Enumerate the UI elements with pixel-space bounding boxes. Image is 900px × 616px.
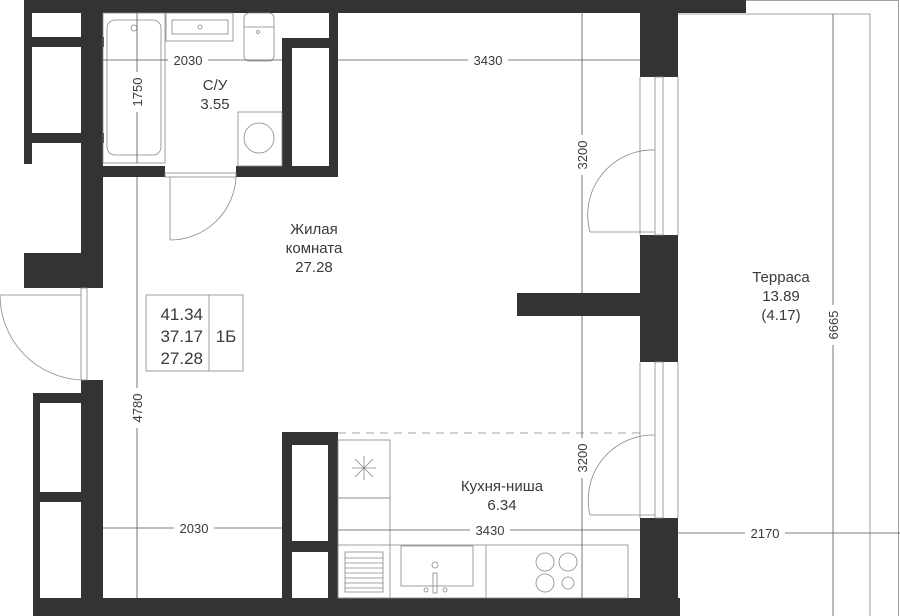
doors xyxy=(0,149,656,516)
dim-terrace-width: 2170 xyxy=(751,526,780,541)
living-name-1: Жилая xyxy=(290,221,337,238)
dim-left-height: 4780 xyxy=(130,394,145,423)
dim-room-top-width: 3430 xyxy=(474,53,503,68)
bathtub xyxy=(102,12,166,164)
apartment-type: 1Б xyxy=(216,327,237,346)
room-label-living: Жилая комната 27.28 xyxy=(286,221,343,276)
kitchen-area: 6.34 xyxy=(487,497,516,514)
dim-upper-window-height: 3200 xyxy=(575,141,590,170)
terrace-area-reduced: (4.17) xyxy=(761,307,800,324)
dimension-labels: 2030 3430 1750 3200 3200 4780 2030 3430 … xyxy=(129,52,841,541)
walls xyxy=(24,0,746,616)
kitchen-counter xyxy=(337,544,629,599)
terrace-name: Терраса xyxy=(752,269,810,286)
washing-machine xyxy=(237,111,283,167)
living-area: 27.28 xyxy=(295,259,333,276)
kitchen-name: Кухня-ниша xyxy=(461,478,544,495)
dim-bath-length: 1750 xyxy=(130,78,145,107)
dim-bath-width: 2030 xyxy=(174,53,203,68)
area-info-box: 41.34 37.17 27.28 1Б xyxy=(145,294,244,372)
windows xyxy=(80,76,679,519)
room-label-terrace: Терраса 13.89 (4.17) xyxy=(752,269,810,324)
living-total-area: 37.17 xyxy=(160,327,203,346)
bathroom-name: С/У xyxy=(203,77,228,94)
dim-kitchen-width: 3430 xyxy=(476,523,505,538)
room-label-bathroom: С/У 3.55 xyxy=(200,77,229,113)
toilet xyxy=(243,12,275,62)
dim-lower-window-height: 3200 xyxy=(575,444,590,473)
fridge xyxy=(337,439,391,599)
washbasin xyxy=(165,12,234,42)
dim-terrace-height: 6665 xyxy=(826,311,841,340)
living-name-2: комната xyxy=(286,240,343,257)
terrace-area: 13.89 xyxy=(762,288,800,305)
room-label-kitchen: Кухня-ниша 6.34 xyxy=(461,478,544,514)
living-area-value: 27.28 xyxy=(160,349,203,368)
total-area: 41.34 xyxy=(160,305,203,324)
dim-bottom-left-width: 2030 xyxy=(180,521,209,536)
bathroom-area: 3.55 xyxy=(200,96,229,113)
terrace-outline xyxy=(678,0,899,616)
